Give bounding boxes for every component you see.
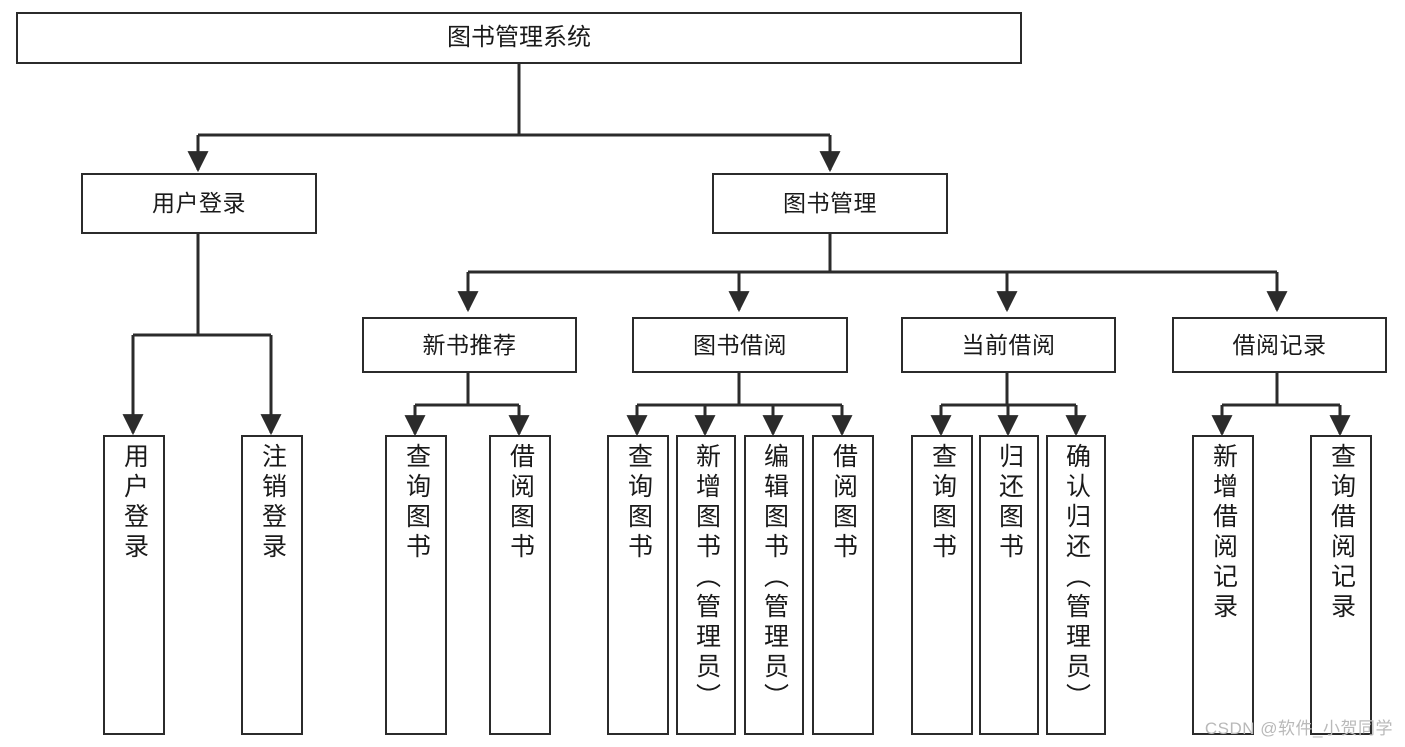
node-leaf-query-book-3[interactable]: 查询图书 — [911, 435, 973, 735]
node-borrow-record[interactable]: 借阅记录 — [1172, 317, 1387, 373]
node-leaf-edit-book-admin[interactable]: 编辑图书（管理员） — [744, 435, 804, 735]
node-label: 查询图书 — [624, 443, 653, 563]
node-label: 图书管理系统 — [447, 24, 591, 52]
node-label: 图书管理 — [783, 190, 877, 217]
node-label: 查询图书 — [928, 443, 957, 563]
node-new-book-recommend[interactable]: 新书推荐 — [362, 317, 577, 373]
node-leaf-add-borrow-record[interactable]: 新增借阅记录 — [1192, 435, 1254, 735]
node-label: 用户登录 — [120, 443, 149, 563]
csdn-watermark: CSDN @软件_小贺同学 — [1204, 719, 1393, 738]
node-leaf-logout-login[interactable]: 注销登录 — [241, 435, 303, 735]
node-current-borrow[interactable]: 当前借阅 — [901, 317, 1116, 373]
node-label: 编辑图书（管理员） — [760, 443, 789, 713]
node-label: 确认归还（管理员） — [1062, 443, 1091, 713]
node-book-manage[interactable]: 图书管理 — [712, 173, 948, 234]
node-label: 查询借阅记录 — [1327, 443, 1356, 623]
node-label: 借阅记录 — [1232, 331, 1327, 358]
node-user-login[interactable]: 用户登录 — [81, 173, 317, 234]
node-leaf-add-book-admin[interactable]: 新增图书（管理员） — [676, 435, 736, 735]
node-label: 归还图书 — [995, 443, 1024, 563]
node-label: 新增图书（管理员） — [692, 443, 721, 713]
node-label: 图书借阅 — [693, 331, 787, 358]
node-label: 新增借阅记录 — [1209, 443, 1238, 623]
node-leaf-return-book[interactable]: 归还图书 — [979, 435, 1039, 735]
node-label: 借阅图书 — [506, 443, 535, 563]
node-label: 查询图书 — [402, 443, 431, 563]
node-label: 新书推荐 — [422, 331, 517, 358]
node-label: 当前借阅 — [961, 331, 1056, 358]
node-label: 用户登录 — [152, 190, 246, 217]
node-leaf-user-login[interactable]: 用户登录 — [103, 435, 165, 735]
node-leaf-query-borrow-record[interactable]: 查询借阅记录 — [1310, 435, 1372, 735]
node-label: 注销登录 — [258, 443, 287, 563]
node-label: 借阅图书 — [829, 443, 858, 563]
node-leaf-query-book-1[interactable]: 查询图书 — [385, 435, 447, 735]
node-leaf-confirm-return-admin[interactable]: 确认归还（管理员） — [1046, 435, 1106, 735]
node-book-borrow[interactable]: 图书借阅 — [632, 317, 848, 373]
node-leaf-borrow-book-1[interactable]: 借阅图书 — [489, 435, 551, 735]
node-leaf-borrow-book-2[interactable]: 借阅图书 — [812, 435, 874, 735]
node-root-book-management-system[interactable]: 图书管理系统 — [16, 12, 1022, 64]
node-leaf-query-book-2[interactable]: 查询图书 — [607, 435, 669, 735]
